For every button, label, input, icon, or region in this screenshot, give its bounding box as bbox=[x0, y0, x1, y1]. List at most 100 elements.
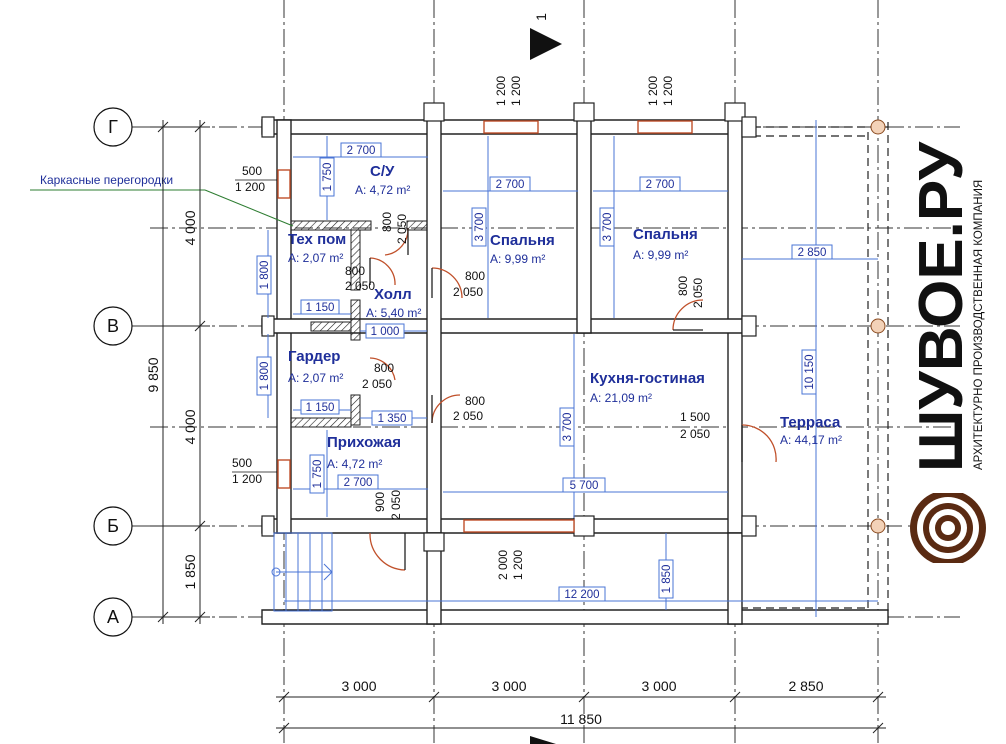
dim-label: 1 800 bbox=[259, 261, 271, 290]
window-left2-size-b: 1 200 bbox=[232, 472, 262, 486]
windows bbox=[277, 120, 693, 533]
dim-label: 1 800 bbox=[259, 362, 271, 391]
room-name-hall: Холл bbox=[374, 286, 412, 303]
dim-left-9850: 9 850 bbox=[145, 357, 161, 392]
dim-5700: 5 700 bbox=[562, 477, 606, 493]
dim-2700-bed2: 2 700 bbox=[639, 176, 681, 192]
dim-label: 3 700 bbox=[474, 213, 486, 242]
door-leaves bbox=[369, 228, 743, 570]
door-su-size-b: 2 050 bbox=[395, 214, 409, 244]
room-area-su: A: 4,72 m² bbox=[355, 183, 410, 197]
room-area-entry: A: 4,72 m² bbox=[327, 457, 382, 471]
dim-label: 3 700 bbox=[602, 213, 614, 242]
dim-left-1850: 1 850 bbox=[182, 554, 198, 589]
dim-label: 2 700 bbox=[646, 179, 675, 191]
room-area-terrace: A: 44,17 m² bbox=[780, 433, 842, 447]
dim-bottom-total: 11 850 bbox=[560, 711, 602, 727]
room-name-tech: Тех пом bbox=[288, 231, 346, 248]
window-top1-size-b: 1 200 bbox=[509, 76, 523, 106]
axis-bubble-g: Г bbox=[93, 107, 133, 147]
room-name-garder: Гардер bbox=[288, 348, 340, 365]
dim-label: 10 150 bbox=[804, 354, 816, 389]
dim-label: 3 700 bbox=[562, 413, 574, 442]
room-area-bedroom-1: A: 9,99 m² bbox=[490, 252, 545, 266]
dim-10150: 10 150 bbox=[801, 349, 817, 395]
window-top2-size-a: 1 200 bbox=[646, 76, 660, 106]
dim-label: 12 200 bbox=[564, 589, 599, 601]
dim-1150-bot: 1 150 bbox=[300, 399, 340, 415]
door-garder-size-a: 800 bbox=[374, 361, 394, 375]
door-entry-size-a: 900 bbox=[373, 492, 387, 512]
dim-label: 2 700 bbox=[347, 145, 376, 157]
axis-label-g: Г bbox=[108, 117, 118, 137]
door-kitchen-size-a: 800 bbox=[465, 394, 485, 408]
door-terrace-size-b: 2 050 bbox=[680, 427, 710, 441]
window-bottom-size-a: 2 000 bbox=[496, 550, 510, 580]
dim-1750-top: 1 750 bbox=[319, 157, 335, 197]
room-name-kitchen: Кухня-гостиная bbox=[590, 370, 705, 387]
dim-label: 1 850 bbox=[661, 565, 673, 594]
room-name-terrace: Терраса bbox=[780, 414, 841, 431]
dim-12200: 12 200 bbox=[558, 586, 606, 602]
dim-left-4000-top: 4 000 bbox=[182, 210, 198, 245]
dim-bottom-3: 3 000 bbox=[641, 678, 676, 694]
frame-partitions-note: Каркасные перегородки bbox=[40, 173, 173, 187]
dim-1150-top: 1 150 bbox=[300, 299, 340, 315]
walls bbox=[261, 119, 889, 625]
window-left2-size-a: 500 bbox=[232, 456, 252, 470]
dim-bottom-2: 3 000 bbox=[491, 678, 526, 694]
room-name-bedroom-2: Спальня bbox=[633, 226, 698, 243]
log-ends bbox=[261, 102, 757, 552]
dim-label: 2 700 bbox=[496, 179, 525, 191]
room-name-bedroom-1: Спальня bbox=[490, 232, 555, 249]
dim-label: 1 150 bbox=[306, 402, 335, 414]
window-top2-size-b: 1 200 bbox=[661, 76, 675, 106]
room-area-bedroom-2: A: 9,99 m² bbox=[633, 248, 688, 262]
axis-label-v: В bbox=[107, 316, 119, 336]
dim-label: 1 350 bbox=[378, 413, 407, 425]
dim-bottom-1: 3 000 bbox=[341, 678, 376, 694]
room-area-garder: A: 2,07 m² bbox=[288, 371, 343, 385]
brand-name: ШУВОЕ.РУ bbox=[907, 141, 976, 472]
dim-label: 2 850 bbox=[798, 247, 827, 259]
door-terrace-size-a: 1 500 bbox=[680, 410, 710, 424]
door-bedroom2-size-b: 2 050 bbox=[691, 278, 705, 308]
dim-1800-top: 1 800 bbox=[256, 255, 272, 295]
note-leader-line bbox=[30, 189, 294, 227]
dim-3700-kitchen: 3 700 bbox=[559, 407, 575, 447]
log-rings-logo-icon bbox=[902, 487, 994, 569]
dim-3700-bed2: 3 700 bbox=[599, 207, 615, 247]
door-bedroom2-size-a: 800 bbox=[676, 276, 690, 296]
door-bedroom1-size-a: 800 bbox=[465, 269, 485, 283]
dim-label: 1 150 bbox=[306, 302, 335, 314]
dim-2700-entry: 2 700 bbox=[337, 474, 379, 490]
door-entry-size-b: 2 050 bbox=[389, 490, 403, 520]
room-area-kitchen: A: 21,09 m² bbox=[590, 391, 652, 405]
door-tech-size-b: 2 050 bbox=[345, 279, 375, 293]
axis-label-a: А bbox=[107, 607, 119, 627]
dim-2850: 2 850 bbox=[791, 244, 833, 260]
section-marker: 1 bbox=[530, 13, 562, 60]
dim-label: 1 750 bbox=[322, 163, 334, 192]
door-su-size-a: 800 bbox=[380, 212, 394, 232]
brand-tagline: АРХИТЕКТУРНО ПРОИЗВОДСТВЕННАЯ КОМПАНИЯ bbox=[973, 180, 985, 470]
porch-stairs bbox=[271, 532, 333, 612]
door-bedroom1-size-b: 2 050 bbox=[453, 285, 483, 299]
door-kitchen-size-b: 2 050 bbox=[453, 409, 483, 423]
room-name-su: С/У bbox=[370, 163, 395, 180]
dim-2700-bed1: 2 700 bbox=[489, 176, 531, 192]
room-area-hall: A: 5,40 m² bbox=[366, 306, 421, 320]
bottom-marker bbox=[530, 736, 556, 744]
dim-bottom-4: 2 850 bbox=[788, 678, 823, 694]
dim-label: 2 700 bbox=[344, 477, 373, 489]
dim-left-4000-bottom: 4 000 bbox=[182, 409, 198, 444]
dim-label: 1 000 bbox=[371, 326, 400, 338]
dim-label: 1 750 bbox=[312, 460, 324, 489]
brand-block: ШУВОЕ.РУ АРХИТЕКТУРНО ПРОИЗВОДСТВЕННАЯ К… bbox=[902, 141, 994, 569]
dim-2700-su: 2 700 bbox=[340, 142, 382, 158]
section-marker-label: 1 bbox=[533, 13, 549, 21]
black-dimension-lines bbox=[150, 120, 886, 734]
dim-1800-bot: 1 800 bbox=[256, 356, 272, 396]
dim-1350: 1 350 bbox=[371, 410, 413, 426]
dim-label: 5 700 bbox=[570, 480, 599, 492]
